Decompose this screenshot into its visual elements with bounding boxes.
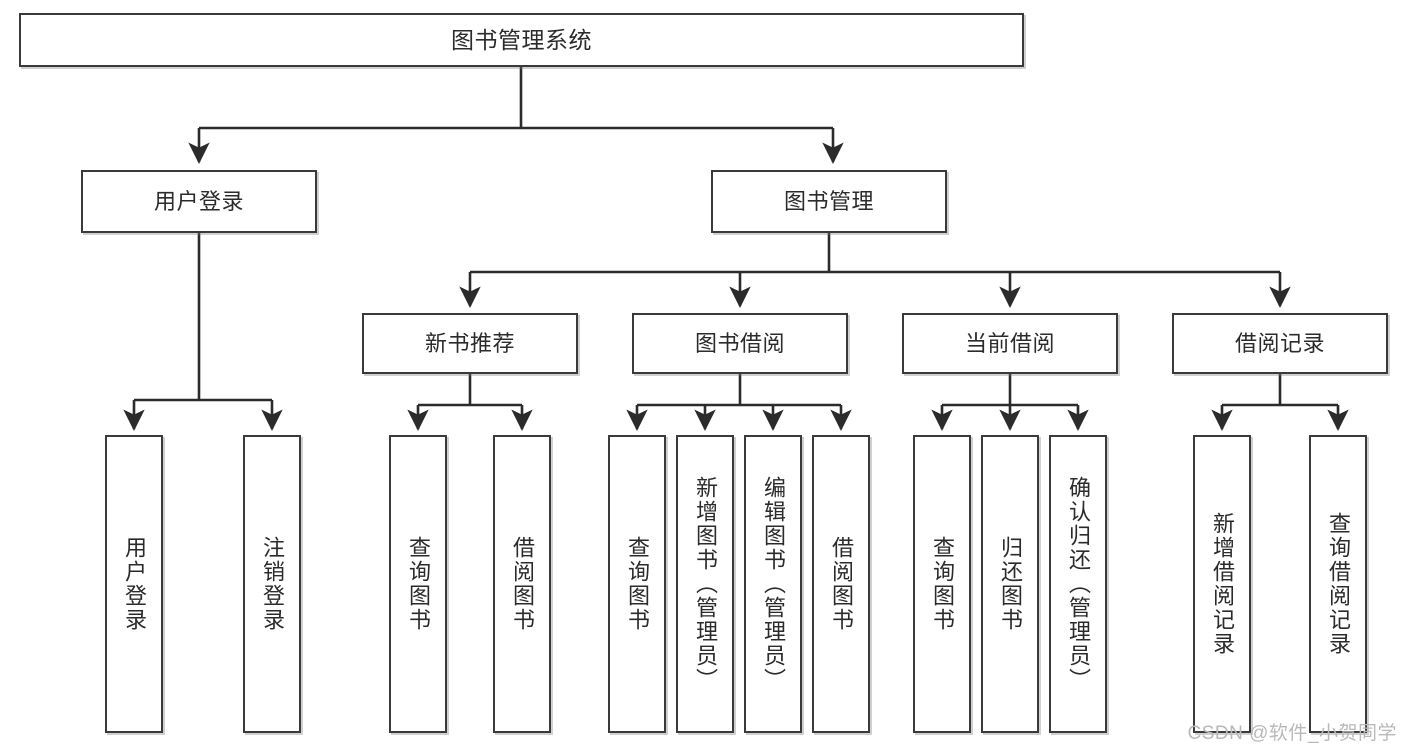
node-leaf-query-record[interactable]: 查询借阅记录 bbox=[1309, 435, 1367, 733]
node-leaf-query-book-3[interactable]: 查询图书 bbox=[913, 435, 971, 733]
node-current-borrow-label: 当前借阅 bbox=[964, 330, 1055, 356]
node-root[interactable]: 图书管理系统 bbox=[19, 13, 1024, 67]
node-leaf-borrow-book-2[interactable]: 借阅图书 bbox=[812, 435, 870, 733]
node-leaf-add-record[interactable]: 新增借阅记录 bbox=[1193, 435, 1251, 733]
node-leaf-query-book-2-label: 查询图书 bbox=[625, 536, 650, 632]
node-leaf-logout-login[interactable]: 注销登录 bbox=[243, 435, 301, 733]
node-new-book-recommend[interactable]: 新书推荐 bbox=[362, 313, 578, 374]
node-book-manage-label: 图书管理 bbox=[783, 188, 874, 214]
node-leaf-edit-book-label: 编辑图书（管理员） bbox=[761, 476, 786, 692]
node-leaf-add-book[interactable]: 新增图书（管理员） bbox=[676, 435, 734, 733]
node-leaf-logout-login-label: 注销登录 bbox=[260, 536, 285, 632]
node-borrow-record-label: 借阅记录 bbox=[1234, 330, 1325, 356]
node-leaf-query-book-3-label: 查询图书 bbox=[930, 536, 955, 632]
node-leaf-query-book-1[interactable]: 查询图书 bbox=[389, 435, 447, 733]
node-leaf-confirm-return-label: 确认归还（管理员） bbox=[1066, 476, 1091, 692]
csdn-watermark: CSDN @软件_小贺同学 bbox=[1187, 723, 1397, 744]
node-current-borrow[interactable]: 当前借阅 bbox=[902, 313, 1118, 374]
node-leaf-borrow-book-2-label: 借阅图书 bbox=[829, 536, 854, 632]
node-leaf-add-record-label: 新增借阅记录 bbox=[1210, 512, 1235, 656]
node-leaf-return-book[interactable]: 归还图书 bbox=[981, 435, 1039, 733]
node-leaf-borrow-book-1[interactable]: 借阅图书 bbox=[493, 435, 551, 733]
node-leaf-query-book-2[interactable]: 查询图书 bbox=[608, 435, 666, 733]
node-borrow-record[interactable]: 借阅记录 bbox=[1172, 313, 1388, 374]
node-leaf-borrow-book-1-label: 借阅图书 bbox=[510, 536, 535, 632]
node-leaf-user-login[interactable]: 用户登录 bbox=[105, 435, 163, 733]
node-leaf-add-book-label: 新增图书（管理员） bbox=[693, 476, 718, 692]
node-leaf-edit-book[interactable]: 编辑图书（管理员） bbox=[744, 435, 802, 733]
node-leaf-user-login-label: 用户登录 bbox=[122, 536, 147, 632]
node-leaf-query-record-label: 查询借阅记录 bbox=[1326, 512, 1351, 656]
node-user-login[interactable]: 用户登录 bbox=[81, 170, 317, 233]
node-new-book-recommend-label: 新书推荐 bbox=[424, 330, 515, 356]
node-leaf-confirm-return[interactable]: 确认归还（管理员） bbox=[1049, 435, 1107, 733]
node-leaf-return-book-label: 归还图书 bbox=[998, 536, 1023, 632]
node-leaf-query-book-1-label: 查询图书 bbox=[406, 536, 431, 632]
node-book-borrow-label: 图书借阅 bbox=[694, 330, 785, 356]
node-book-manage[interactable]: 图书管理 bbox=[711, 170, 947, 233]
node-root-label: 图书管理系统 bbox=[451, 26, 592, 53]
node-book-borrow[interactable]: 图书借阅 bbox=[632, 313, 848, 374]
node-user-login-label: 用户登录 bbox=[153, 188, 244, 214]
